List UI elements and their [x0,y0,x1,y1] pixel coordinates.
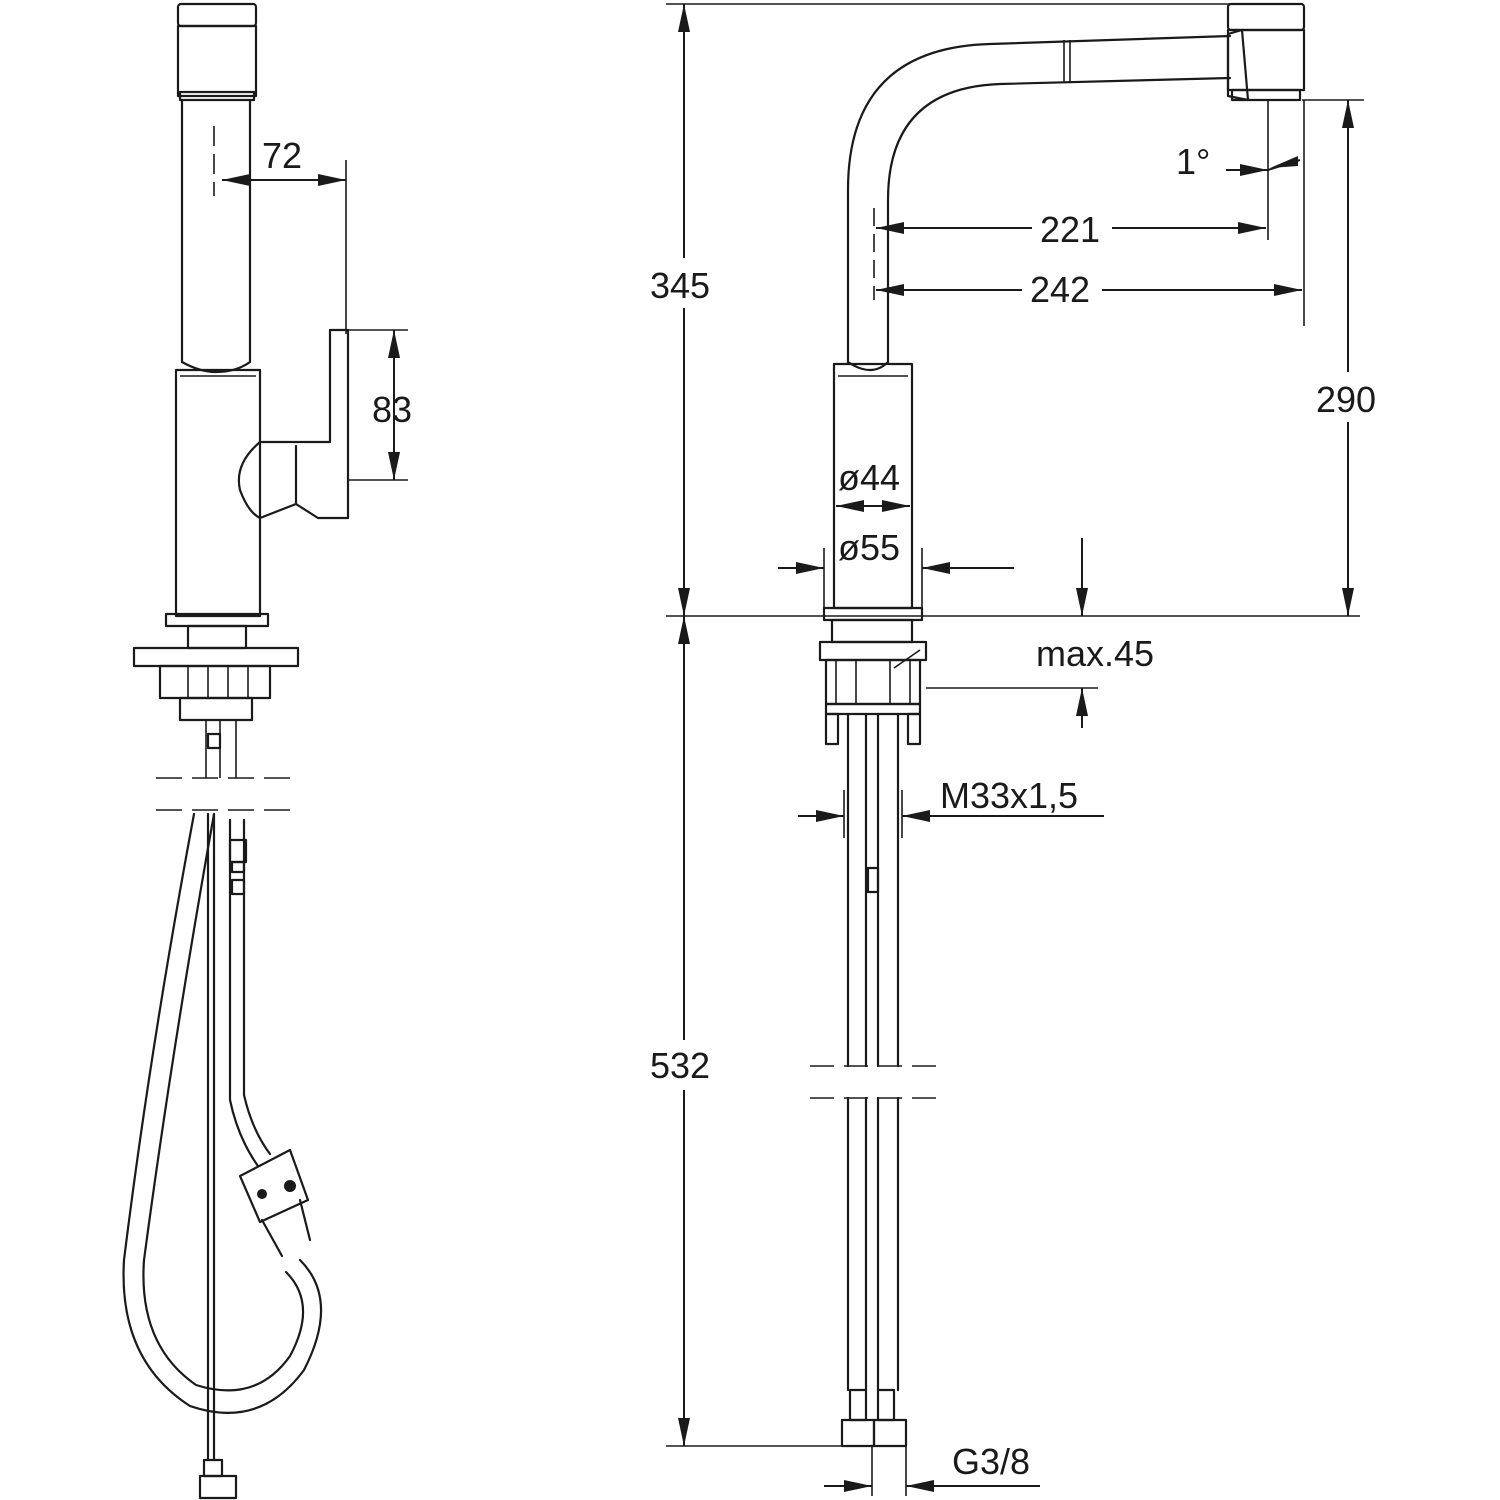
dim-thread: M33x1,5 [940,775,1078,816]
dim-max-45: max.45 [1036,633,1154,674]
dim-345: 345 [650,265,710,306]
dim-83: 83 [372,389,412,430]
dim-connection: G3/8 [952,1441,1030,1482]
dim-diameter-55: ø55 [838,527,900,568]
dim-532: 532 [650,1045,710,1086]
dim-diameter-44: ø44 [838,457,900,498]
dim-242: 242 [1030,269,1090,310]
dim-290: 290 [1316,379,1376,420]
side-view: 72 83 [122,2,412,1500]
dim-221: 221 [1040,209,1100,250]
dim-angle: 1° [1176,141,1210,182]
front-view: 345 532 290 221 242 1° ø44 [640,2,1396,1496]
dim-72: 72 [262,135,302,176]
